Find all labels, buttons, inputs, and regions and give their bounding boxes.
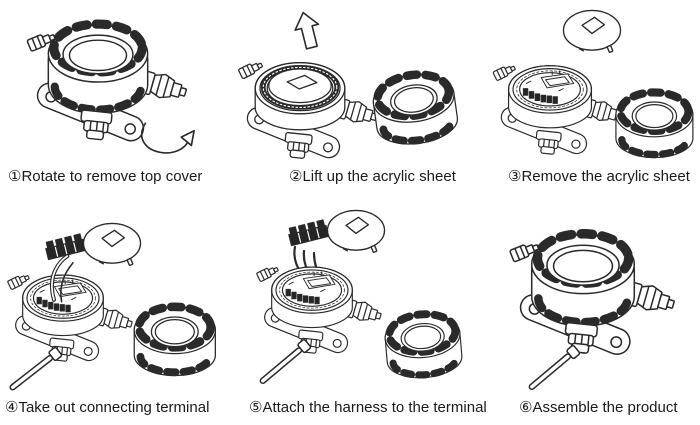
illustration-step-5	[255, 209, 467, 388]
acrylic-sheet-drawing	[326, 209, 386, 254]
step-number: ④	[5, 399, 19, 416]
probe-drawing	[256, 338, 312, 388]
probe-drawing	[525, 344, 581, 394]
step-caption-5: ⑤Attach the harness to the terminal	[249, 398, 487, 416]
probe-drawing	[6, 346, 63, 394]
step-label: Assemble the product	[532, 399, 678, 416]
step-caption-4: ④Take out connecting terminal	[5, 398, 209, 416]
step-label: Rotate to remove top cover	[21, 168, 203, 185]
illustration-step-4	[6, 222, 233, 394]
acrylic-sheet-drawing	[263, 67, 337, 107]
illustration-step-3	[492, 9, 700, 166]
device-closed-drawing	[510, 234, 677, 358]
step-number: ①	[8, 168, 22, 185]
step-caption-3: ③Remove the acrylic sheet	[508, 167, 690, 185]
step-label: Attach the harness to the terminal	[262, 399, 487, 416]
illustration-step-2	[237, 8, 467, 162]
up-arrow-icon	[290, 8, 325, 52]
step-label: Take out connecting terminal	[18, 399, 210, 416]
cover-ring-drawing	[383, 311, 463, 381]
step-label: Remove the acrylic sheet	[521, 168, 690, 185]
cover-ring-drawing	[134, 307, 215, 376]
step-number: ③	[508, 168, 522, 185]
illustration-step-1	[0, 0, 195, 154]
step-number: ②	[289, 168, 303, 185]
rotate-arrow-icon	[140, 122, 195, 154]
step-caption-1: ①Rotate to remove top cover	[8, 167, 202, 185]
step-number: ⑥	[519, 399, 533, 416]
cover-ring-drawing	[370, 70, 460, 149]
cover-ring-drawing	[616, 92, 693, 157]
step-caption-6: ⑥Assemble the product	[519, 398, 678, 416]
harness-connector-drawing	[286, 219, 330, 247]
illustration-step-6	[466, 195, 700, 394]
step-caption-2: ②Lift up the acrylic sheet	[289, 167, 456, 185]
step-number: ⑤	[249, 399, 263, 416]
acrylic-sheet-drawing	[82, 222, 142, 267]
step-label: Lift up the acrylic sheet	[302, 168, 456, 185]
device-closed-drawing	[27, 24, 189, 144]
acrylic-sheet-drawing	[562, 9, 622, 54]
